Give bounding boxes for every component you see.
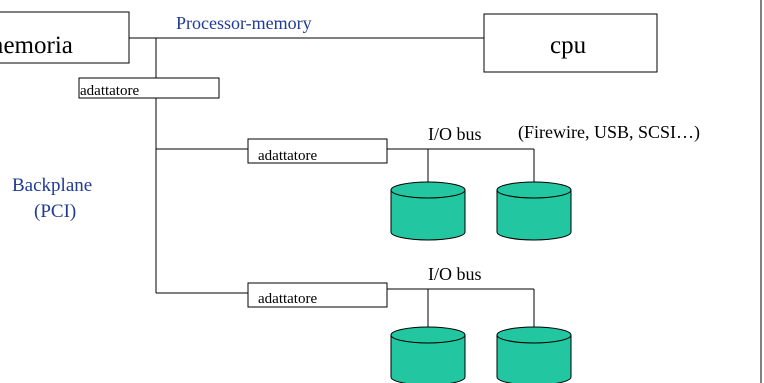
disk-icon	[390, 326, 466, 383]
adapter-box-io-1	[247, 138, 388, 164]
cpu-box	[483, 13, 658, 73]
io-bus-1-label: I/O bus	[428, 124, 482, 144]
disk-icon	[496, 326, 572, 383]
cpu-label: cpu	[550, 32, 587, 59]
io-bus-1-note: (Firewire, USB, SCSI…)	[518, 122, 701, 142]
adapter-label-io-1: adattatore	[258, 148, 318, 164]
memoria-label: memoria	[0, 32, 73, 59]
backplane-pci-label: (PCI)	[34, 201, 77, 222]
io-bus-2-label: I/O bus	[428, 264, 482, 284]
processor-memory-bus-label: Processor-memory	[176, 13, 312, 33]
adapter-box-memory	[78, 77, 220, 99]
disk-icon	[390, 181, 466, 241]
adapter-box-io-2	[247, 282, 388, 308]
memoria-box	[0, 11, 130, 64]
disk-icon	[496, 181, 572, 241]
adapter-label-io-2: adattatore	[258, 291, 318, 307]
adapter-label-memory: adattatore	[80, 83, 140, 99]
backplane-label: Backplane	[12, 175, 93, 196]
